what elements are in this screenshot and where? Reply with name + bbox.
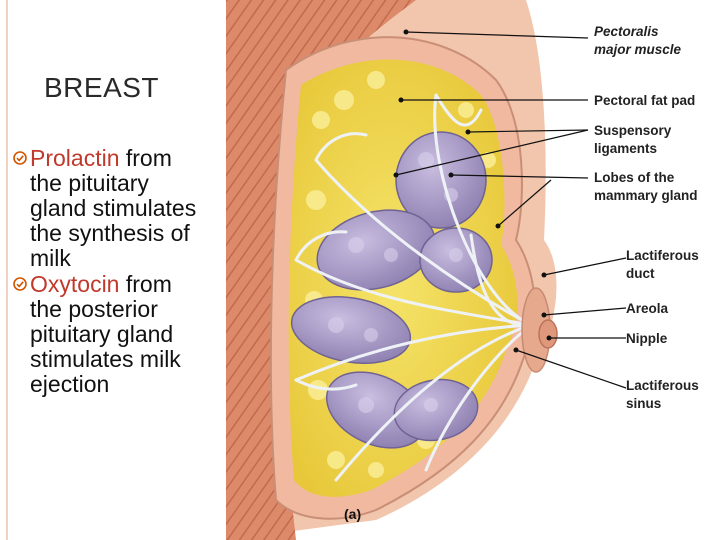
breast-anatomy-illustration: Pectoralis major muscle Pectoral fat pad… — [226, 0, 703, 540]
label-nipple: Nipple — [626, 331, 668, 346]
label-pectoralis: Pectoralis major muscle — [594, 24, 682, 57]
bullet-item-prolactin: Prolactin from the pituitary gland stimu… — [12, 146, 226, 271]
bullet-highlight: Prolactin — [30, 145, 120, 171]
bullet-text: gland stimulates — [30, 195, 197, 221]
bullet-text: the synthesis of — [30, 220, 190, 246]
bullet-text: ejection — [30, 371, 110, 397]
label-suspensory: Suspensory ligaments — [594, 123, 675, 156]
figure-labels: Pectoralis major muscle Pectoral fat pad… — [344, 24, 703, 522]
label-lobes: Lobes of the mammary gland — [594, 170, 698, 203]
slide-left-border — [6, 0, 8, 540]
bullet-item-oxytocin: Oxytocin from the posterior pituitary gl… — [12, 272, 226, 397]
bullet-text: the posterior — [30, 296, 158, 322]
label-fat-pad: Pectoral fat pad — [594, 93, 695, 108]
label-lactiferous-sinus: Lactiferous sinus — [626, 378, 703, 411]
suspensory-ligaments — [294, 93, 533, 482]
circle-check-icon — [13, 151, 27, 165]
leader-points — [393, 29, 552, 353]
circle-check-icon — [13, 277, 27, 291]
bullet-list: Prolactin from the pituitary gland stimu… — [12, 146, 226, 398]
bullet-text: from — [119, 271, 172, 297]
bullet-highlight: Oxytocin — [30, 271, 120, 297]
bullet-text: milk — [30, 245, 71, 271]
bullet-text: pituitary gland — [30, 321, 174, 347]
bullet-text: from — [119, 145, 172, 171]
slide-title: BREAST — [44, 72, 160, 103]
bullet-text: stimulates milk — [30, 346, 181, 372]
label-areola: Areola — [626, 301, 669, 316]
leader-lines — [395, 31, 627, 389]
label-lactiferous-duct: Lactiferous duct — [626, 248, 703, 281]
nipple — [538, 319, 558, 349]
bullet-text: the pituitary — [30, 170, 149, 196]
figure-caption: (a) — [344, 506, 361, 522]
